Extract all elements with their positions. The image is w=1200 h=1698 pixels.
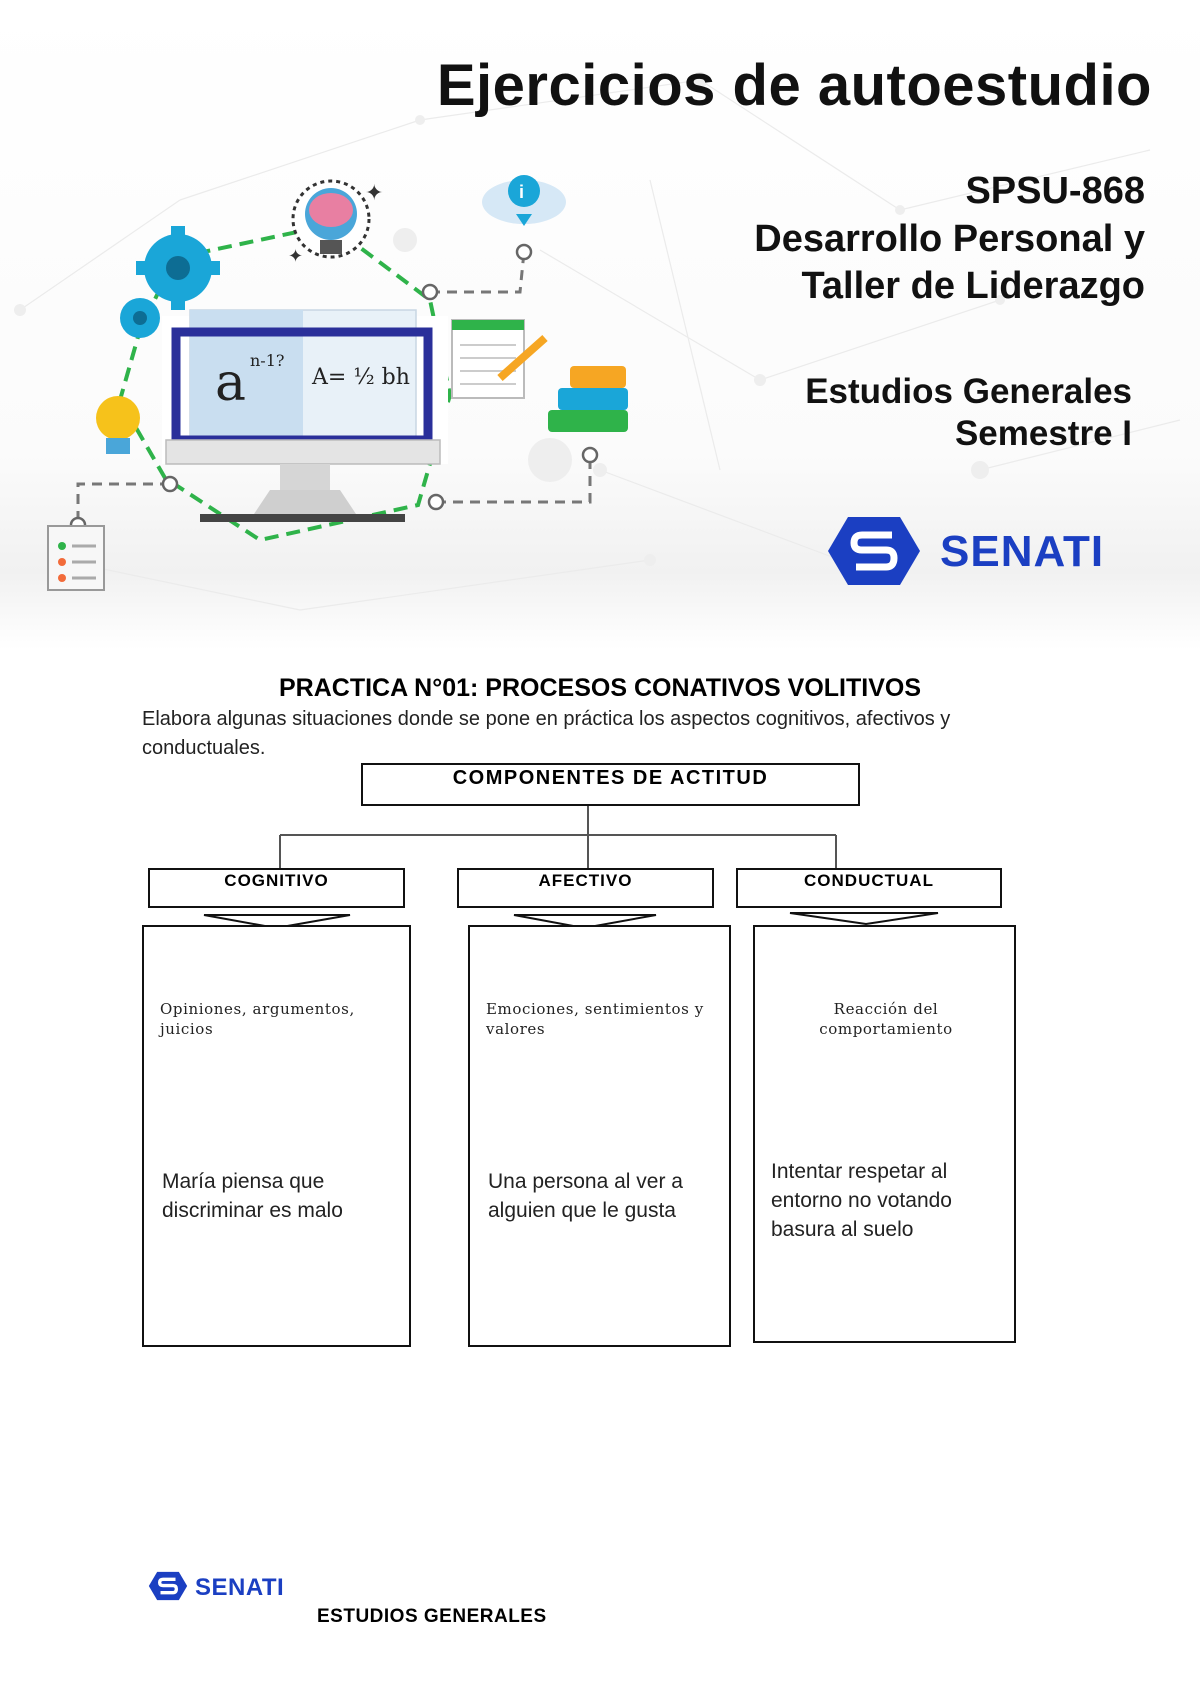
example-conductual: Intentar respetar al entorno no votando … xyxy=(771,1157,991,1244)
diagram-title: COMPONENTES DE ACTITUD xyxy=(361,763,860,806)
example-afectivo: Una persona al ver a alguien que le gust… xyxy=(488,1167,718,1225)
column-box-cognitivo: Opiniones, argumentos, juicios María pie… xyxy=(142,925,411,1347)
column-box-conductual: Reacción del comportamiento Intentar res… xyxy=(753,925,1016,1343)
description-cognitivo: Opiniones, argumentos, juicios xyxy=(160,999,400,1039)
description-afectivo: Emociones, sentimientos y valores xyxy=(486,999,721,1039)
label-cognitivo: COGNITIVO xyxy=(148,868,405,908)
example-cognitivo: María piensa que discriminar es malo xyxy=(162,1167,392,1225)
description-conductual: Reacción del comportamiento xyxy=(775,999,997,1039)
footer-text: ESTUDIOS GENERALES xyxy=(317,1606,547,1628)
label-afectivo: AFECTIVO xyxy=(457,868,714,908)
footer-senati-logo-icon xyxy=(148,1571,188,1601)
label-conductual: CONDUCTUAL xyxy=(736,868,1002,908)
footer-senati-wordmark: SENATI xyxy=(195,1574,284,1602)
column-box-afectivo: Emociones, sentimientos y valores Una pe… xyxy=(468,925,731,1347)
